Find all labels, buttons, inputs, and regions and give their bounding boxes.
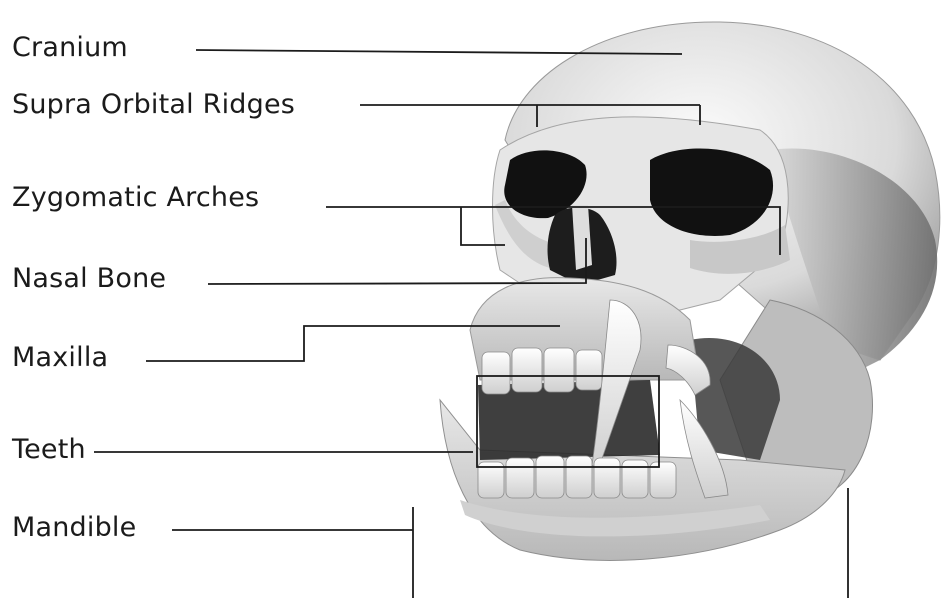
upper-tooth [544,348,574,392]
label-mandible: Mandible [12,514,136,541]
lower-tooth [506,458,534,498]
label-zygomatic-arches: Zygomatic Arches [12,184,259,211]
lower-tooth [536,456,564,498]
label-teeth: Teeth [12,436,86,463]
label-supra-orbital-ridges: Supra Orbital Ridges [12,91,295,118]
lower-teeth [478,456,676,498]
label-nasal-bone: Nasal Bone [12,265,166,292]
upper-teeth [482,348,602,394]
label-cranium: Cranium [12,34,128,61]
upper-tooth [576,350,602,390]
upper-tooth [512,348,542,392]
lower-tooth [566,456,592,498]
lower-tooth [594,458,620,498]
label-maxilla: Maxilla [12,344,108,371]
upper-tooth [482,352,510,394]
lower-tooth [622,460,648,498]
